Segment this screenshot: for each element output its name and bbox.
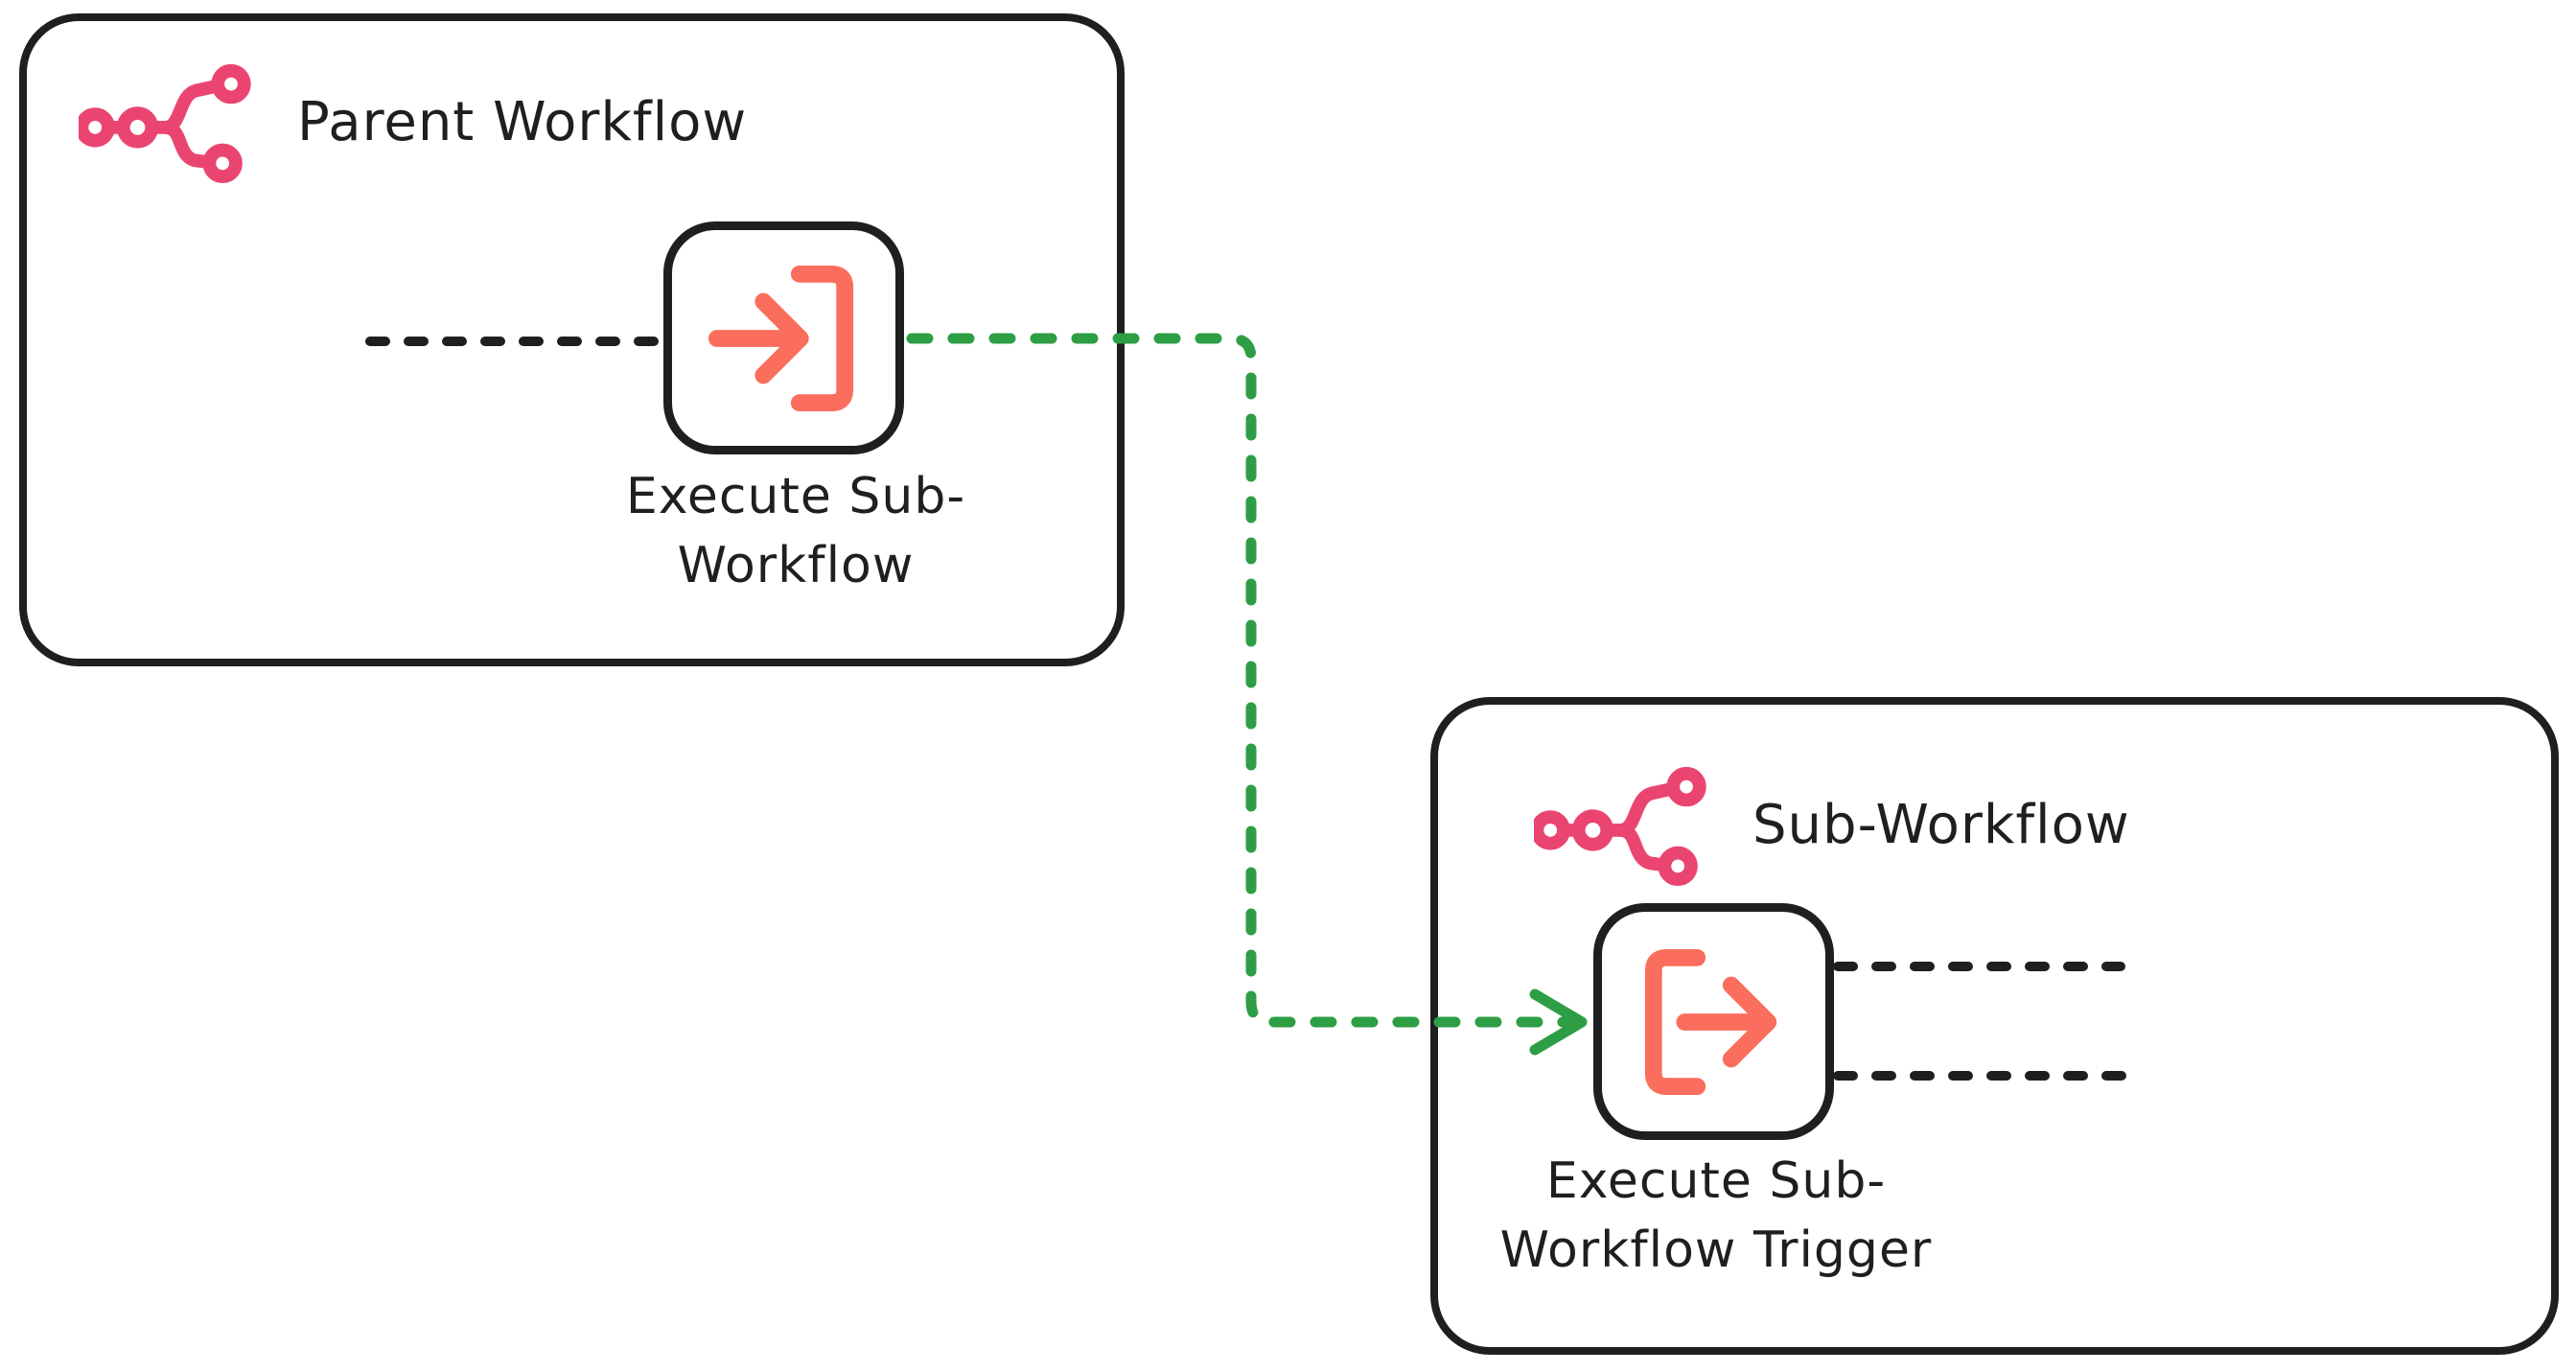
parent-workflow-title: Parent Workflow [297,90,748,153]
arrow-into-bracket-icon [708,265,853,411]
label-line: Workflow Trigger [1499,1221,1933,1279]
label-line: Workflow [677,537,915,594]
label-line: Execute Sub- [1545,1152,1887,1210]
execute-sub-workflow-trigger-label: Execute Sub- Workflow Trigger [1448,1147,1984,1285]
arrow-out-of-bracket-icon [1644,948,1776,1095]
sub-workflow-title: Sub-Workflow [1752,793,2130,856]
n8n-logo-icon [1534,766,1706,887]
execute-sub-workflow-node [663,221,904,454]
label-line: Execute Sub- [625,468,966,525]
sub-workflow-header: Sub-Workflow [1534,762,2130,887]
n8n-logo-icon [79,63,251,184]
execute-sub-workflow-trigger-node [1593,903,1834,1140]
execute-sub-workflow-label: Execute Sub- Workflow [527,462,1064,600]
parent-workflow-header: Parent Workflow [79,59,747,184]
